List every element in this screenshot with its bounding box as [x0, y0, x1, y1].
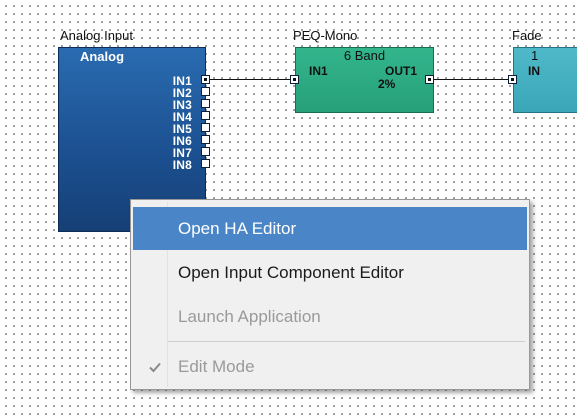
analog-out-port-5[interactable]: [201, 123, 210, 132]
fader-component[interactable]: 1 IN: [513, 47, 577, 113]
checkmark-icon: [149, 362, 161, 373]
analog-out-port-4[interactable]: [201, 111, 210, 120]
peq-mono-component[interactable]: 6 Band IN1 OUT1 2%: [295, 47, 434, 113]
fader-in-label: IN: [528, 64, 540, 78]
analog-port-label: IN5: [172, 122, 192, 136]
wire-analog-to-peq[interactable]: [210, 79, 290, 80]
analog-input-header: Analog: [79, 49, 125, 64]
wire-peq-to-fader[interactable]: [434, 79, 508, 80]
analog-input-title: Analog Input: [60, 28, 134, 43]
menu-item-launch-application[interactable]: Launch Application: [178, 307, 321, 326]
analog-out-port-2[interactable]: [201, 87, 210, 96]
analog-out-port-1[interactable]: [201, 75, 210, 84]
peq-percent-label: 2%: [378, 77, 396, 91]
analog-port-label: IN8: [172, 158, 192, 172]
menu-item-open-input-component-editor[interactable]: Open Input Component Editor: [178, 263, 404, 282]
analog-port-label: IN2: [172, 86, 192, 100]
analog-port-label: IN1: [172, 74, 192, 88]
menu-item-edit-mode-label: Edit Mode: [178, 357, 255, 376]
analog-out-port-3[interactable]: [201, 99, 210, 108]
peq-out-label: OUT1: [384, 64, 417, 78]
fader-in-port[interactable]: [508, 75, 517, 84]
analog-port-label: IN4: [172, 110, 192, 124]
peq-in-label: IN1: [309, 64, 328, 78]
peq-in-port[interactable]: [290, 75, 299, 84]
analog-out-port-8[interactable]: [201, 159, 210, 168]
peq-band-label: 6 Band: [343, 48, 386, 63]
menu-separator: [168, 341, 525, 342]
analog-port-label: IN7: [172, 146, 192, 160]
menu-gutter: [167, 202, 168, 387]
analog-out-port-7[interactable]: [201, 147, 210, 156]
menu-item-open-ha-editor[interactable]: Open HA Editor: [133, 207, 527, 250]
fader-title: Fade: [512, 28, 542, 43]
analog-port-label: IN3: [172, 98, 192, 112]
analog-port-label: IN6: [172, 134, 192, 148]
menu-item-edit-mode[interactable]: Edit Mode: [133, 345, 527, 388]
peq-out-port[interactable]: [425, 75, 434, 84]
context-menu: Open HA Editor Open Input Component Edit…: [130, 199, 530, 390]
analog-out-port-6[interactable]: [201, 135, 210, 144]
peq-mono-title: PEQ-Mono: [293, 28, 358, 43]
fader-number-label: 1: [531, 48, 539, 63]
analog-input-port-labels: IN1 IN2 IN3 IN4 IN5 IN6 IN7 IN8: [173, 75, 192, 171]
